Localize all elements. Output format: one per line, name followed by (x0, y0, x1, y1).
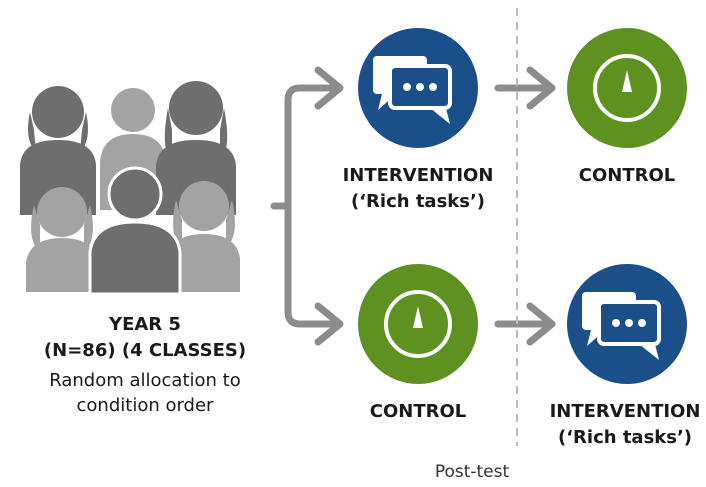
arrow-top (494, 66, 556, 110)
top-intervention-title: INTERVENTION (342, 165, 494, 186)
speech-bubbles-icon (358, 28, 478, 148)
stopwatch-icon (358, 264, 478, 384)
branch-connector (270, 66, 344, 346)
bottom-intervention-title: INTERVENTION (549, 401, 701, 422)
speech-bubbles-icon (567, 264, 687, 384)
people-group-icon (20, 81, 240, 296)
group-description-line2: condition order (76, 395, 214, 416)
top-control-title: CONTROL (578, 165, 676, 186)
group-year-label: YEAR 5 (109, 314, 181, 335)
bottom-control-title: CONTROL (369, 401, 467, 422)
arrow-bottom (494, 302, 556, 346)
group-size-label: (N=86) (4 CLASSES) (43, 340, 247, 361)
group-description-line1: Random allocation to (49, 370, 241, 391)
stopwatch-icon (567, 28, 687, 148)
top-intervention-subtitle: (‘Rich tasks’) (350, 191, 486, 212)
post-test-label: Post-test (434, 462, 510, 482)
bottom-intervention-subtitle: (‘Rich tasks’) (557, 427, 693, 448)
